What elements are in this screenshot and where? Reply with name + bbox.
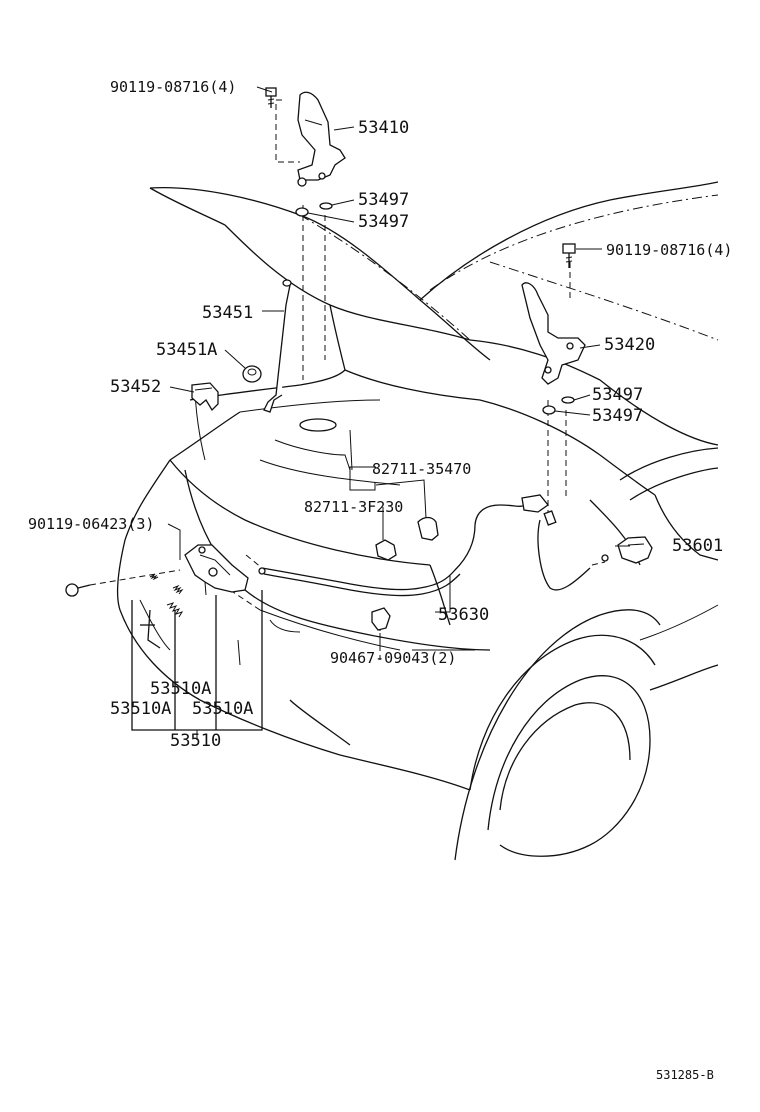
assembly-lines: [89, 99, 606, 660]
cushion-icon: [295, 202, 333, 217]
hood-support-rod: [263, 279, 292, 413]
label-clip: 90467-09043(2): [330, 649, 456, 667]
cable-end-icon: [521, 494, 557, 526]
lock-spring-icon: [149, 573, 184, 618]
label-hinge-right: 53420: [604, 335, 655, 355]
figure-code: 531285-B: [656, 1068, 714, 1082]
label-cushion-1: 53497: [358, 190, 409, 210]
label-bolt-hinge-right: 90119-08716(4): [606, 241, 732, 259]
clamp-icon: [375, 516, 439, 561]
bolt-lock-icon: [65, 583, 91, 597]
part-labels: 90119-08716(4) 53410 53497 53497 90119-0…: [28, 78, 732, 1082]
label-rod-holder: 53452: [110, 377, 161, 397]
label-lock-assy: 53510: [170, 731, 221, 751]
label-bolt-hinge-left: 90119-08716(4): [110, 78, 236, 96]
release-lever-icon: [601, 536, 653, 564]
rod-holder-icon: [191, 382, 219, 412]
bolt-hinge-right-icon: [562, 243, 576, 268]
label-support-rod: 53451: [202, 303, 253, 323]
hood-lock-assembly: [184, 544, 249, 596]
label-cushion-4: 53497: [592, 406, 643, 426]
label-cushion-2: 53497: [358, 212, 409, 232]
label-lock-sub-a-left: 53510A: [110, 699, 171, 719]
label-release-cable: 53630: [438, 605, 489, 625]
hood-hinge-left: [297, 91, 346, 187]
label-hinge-left: 53410: [358, 118, 409, 138]
label-support-grommet: 53451A: [156, 340, 217, 360]
label-clamp-2: 82711-3F230: [304, 498, 403, 516]
label-clamp-1: 82711-35470: [372, 460, 471, 478]
hood-hinge-right: [521, 282, 586, 385]
label-bolt-lock: 90119-06423(3): [28, 515, 154, 533]
support-grommet-icon: [242, 365, 262, 383]
clip-icon: [371, 607, 391, 631]
car-body-outline: [116, 181, 719, 861]
label-lock-sub-a-right: 53510A: [192, 699, 253, 719]
release-cable: [258, 504, 591, 597]
label-lock-sub-a-top: 53510A: [150, 679, 211, 699]
label-release-lever: 53601: [672, 536, 723, 556]
label-cushion-3: 53497: [592, 385, 643, 405]
leader-lines: [131, 86, 630, 740]
